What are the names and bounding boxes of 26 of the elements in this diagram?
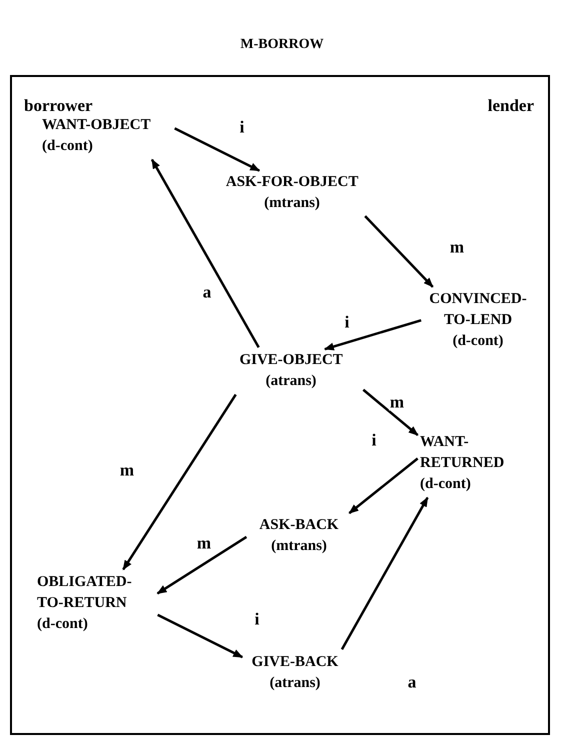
arrow: [157, 614, 244, 658]
edge-label: i: [254, 610, 260, 628]
concept-label: ASK-BACK (mtrans): [249, 515, 349, 557]
concept-label: WANT-OBJECT (d-cont): [42, 115, 172, 157]
concept-label: WANT- RETURNED (d-cont): [420, 432, 528, 495]
arrow: [340, 496, 429, 650]
edge-label: i: [238, 118, 246, 136]
concept-label: OBLIGATED- TO-RETURN (d-cont): [37, 572, 155, 635]
diagram-frame: [10, 75, 550, 735]
concept-label: ASK-FOR-OBJECT (mtrans): [217, 172, 367, 214]
arrow: [324, 319, 422, 350]
concept-label: GIVE-BACK (atrans): [245, 652, 345, 694]
arrow: [348, 458, 418, 514]
edge-label: i: [370, 432, 378, 448]
edge-label: i: [344, 314, 350, 330]
arrow: [122, 394, 237, 570]
arrow: [364, 215, 434, 288]
arrow: [150, 158, 260, 348]
column-heading: lender: [488, 95, 534, 117]
concept-label: GIVE-OBJECT (atrans): [221, 350, 361, 392]
diagram-title: M-BORROW: [240, 36, 324, 54]
column-heading: borrower: [24, 95, 93, 117]
arrow: [362, 388, 418, 436]
arrow: [174, 127, 260, 172]
concept-label: CONVINCED- TO-LEND (d-cont): [424, 289, 532, 352]
arrow: [156, 536, 248, 595]
